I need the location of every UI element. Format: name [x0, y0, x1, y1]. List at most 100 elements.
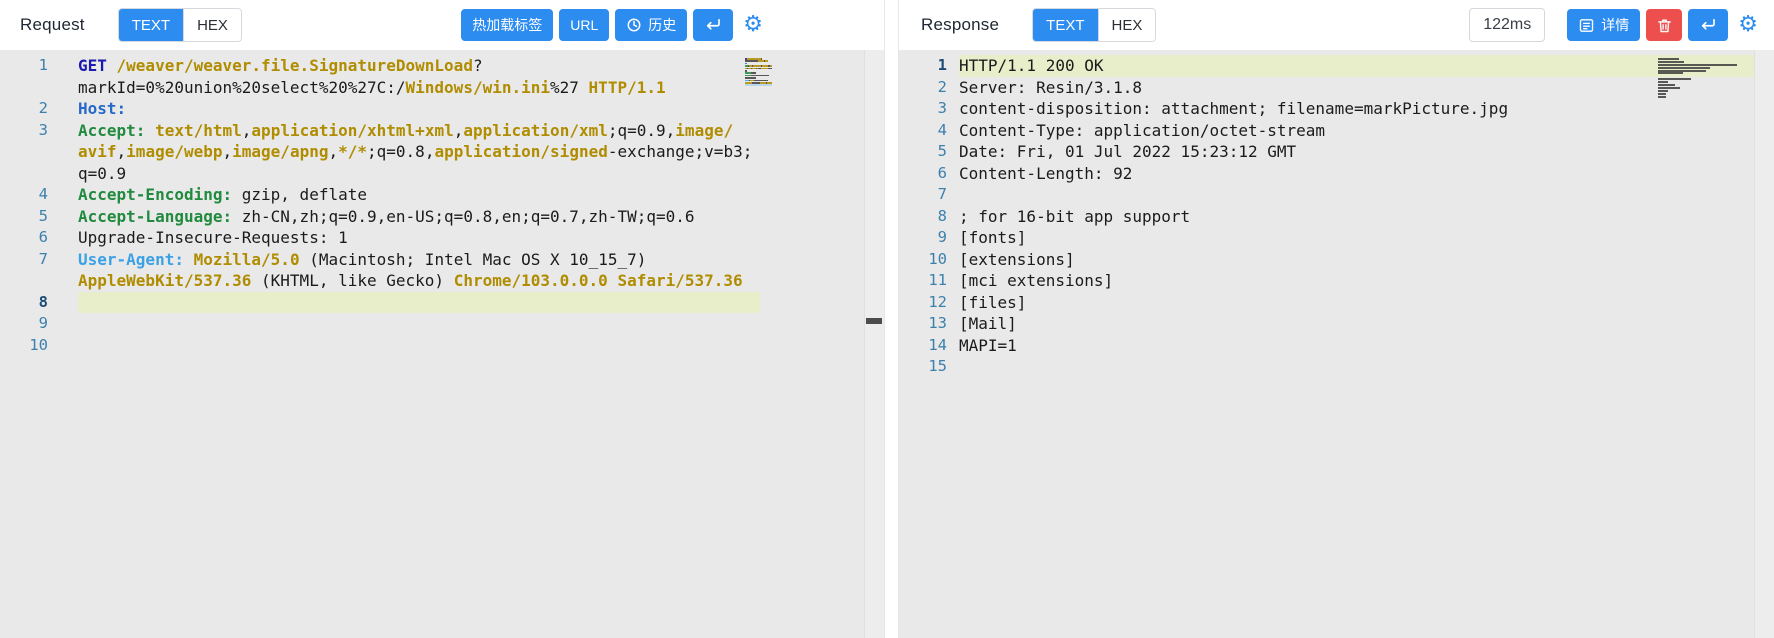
code-line[interactable]: 3Accept: text/html,application/xhtml+xml…: [0, 120, 884, 185]
enter-arrow-icon: [1699, 16, 1717, 34]
code-line-text[interactable]: MAPI=1: [959, 335, 1755, 357]
line-number: 1: [0, 55, 48, 98]
line-number: 5: [0, 206, 48, 228]
code-line[interactable]: 15: [899, 356, 1774, 378]
code-line[interactable]: 4Accept-Encoding: gzip, deflate: [0, 184, 884, 206]
line-number: 8: [0, 292, 48, 314]
line-number: 3: [899, 98, 947, 120]
code-line-text[interactable]: [959, 356, 1755, 378]
history-button[interactable]: 历史: [615, 9, 687, 41]
code-line-text[interactable]: GET /weaver/weaver.file.SignatureDownLoa…: [78, 55, 760, 98]
line-number: 7: [0, 249, 48, 292]
code-line-text[interactable]: Accept-Encoding: gzip, deflate: [78, 184, 760, 206]
line-number: 10: [899, 249, 947, 271]
code-line[interactable]: 2 Host:: [0, 98, 884, 120]
request-tab-text[interactable]: TEXT: [119, 9, 183, 41]
line-number: 6: [0, 227, 48, 249]
code-line[interactable]: 10: [0, 335, 884, 357]
code-line-text[interactable]: [fonts]: [959, 227, 1755, 249]
code-line-text[interactable]: [Mail]: [959, 313, 1755, 335]
request-tab-hex[interactable]: HEX: [183, 9, 241, 41]
code-line[interactable]: 6 Upgrade-Insecure-Requests: 1: [0, 227, 884, 249]
request-title: Request: [20, 15, 85, 35]
code-line[interactable]: 1HTTP/1.1 200 OK: [899, 55, 1774, 77]
code-line-text[interactable]: [78, 292, 760, 314]
trash-icon: [1656, 17, 1673, 34]
line-number: 9: [899, 227, 947, 249]
code-line-text[interactable]: Accept: text/html,application/xhtml+xml,…: [78, 120, 760, 185]
code-line[interactable]: 4 Content-Type: application/octet-stream: [899, 120, 1774, 142]
response-minimap[interactable]: [1658, 58, 1740, 101]
response-settings-gear-icon[interactable]: ⚙: [1738, 14, 1758, 36]
code-line-text[interactable]: Date: Fri, 01 Jul 2022 15:23:12 GMT: [959, 141, 1755, 163]
code-line-text[interactable]: Server: Resin/3.1.8: [959, 77, 1755, 99]
code-line-text[interactable]: [extensions]: [959, 249, 1755, 271]
request-scrollbar[interactable]: [864, 50, 884, 638]
request-code: 1 GET /weaver/weaver.file.SignatureDownLo…: [0, 55, 884, 356]
line-number: 2: [899, 77, 947, 99]
code-line[interactable]: 2 Server: Resin/3.1.8: [899, 77, 1774, 99]
code-line[interactable]: 8: [0, 292, 884, 314]
code-line-text[interactable]: Content-Length: 92: [959, 163, 1755, 185]
code-line-text[interactable]: [959, 184, 1755, 206]
code-line[interactable]: 9 [fonts]: [899, 227, 1774, 249]
code-line[interactable]: 5 Accept-Language: zh-CN,zh;q=0.9,en-US;q…: [0, 206, 884, 228]
code-line-text[interactable]: [mci extensions]: [959, 270, 1755, 292]
code-line[interactable]: 9: [0, 313, 884, 335]
code-line[interactable]: 7: [899, 184, 1774, 206]
line-number: 4: [899, 120, 947, 142]
code-line-text[interactable]: [78, 335, 760, 357]
line-number: 10: [0, 335, 48, 357]
code-line[interactable]: 14 MAPI=1: [899, 335, 1774, 357]
code-line[interactable]: 10 [extensions]: [899, 249, 1774, 271]
code-line[interactable]: 12 [files]: [899, 292, 1774, 314]
code-line[interactable]: 11 [mci extensions]: [899, 270, 1774, 292]
line-number: 7: [899, 184, 947, 206]
code-line-text[interactable]: content-disposition: attachment; filenam…: [959, 98, 1755, 120]
code-line[interactable]: 5 Date: Fri, 01 Jul 2022 15:23:12 GMT: [899, 141, 1774, 163]
response-code: 1HTTP/1.1 200 OK2 Server: Resin/3.1.8 3 con…: [899, 55, 1774, 378]
line-number: 5: [899, 141, 947, 163]
code-line[interactable]: 6Content-Length: 92: [899, 163, 1774, 185]
code-line[interactable]: 8 ; for 16-bit app support: [899, 206, 1774, 228]
clock-icon: [626, 17, 642, 33]
line-number: 2: [0, 98, 48, 120]
details-button[interactable]: 详情: [1567, 9, 1640, 41]
panel-splitter[interactable]: [885, 0, 898, 638]
line-number: 12: [899, 292, 947, 314]
line-number: 11: [899, 270, 947, 292]
response-tab-hex[interactable]: HEX: [1098, 9, 1156, 41]
code-line[interactable]: 7 User-Agent: Mozilla/5.0 (Macintosh; Int…: [0, 249, 884, 292]
response-editor[interactable]: 1HTTP/1.1 200 OK2 Server: Resin/3.1.8 3 con…: [899, 50, 1774, 638]
response-toolbar: Response TEXT HEX 122ms 详情: [899, 0, 1774, 50]
request-scrollbar-thumb[interactable]: [866, 318, 882, 324]
code-line-text[interactable]: ; for 16-bit app support: [959, 206, 1755, 228]
hot-reload-tag-button[interactable]: 热加载标签: [461, 9, 553, 41]
response-mode-toggle: TEXT HEX: [1032, 8, 1156, 42]
response-time-badge: 122ms: [1469, 8, 1545, 42]
clear-response-button[interactable]: [1646, 9, 1682, 41]
line-number: 14: [899, 335, 947, 357]
code-line-text[interactable]: User-Agent: Mozilla/5.0 (Macintosh; Inte…: [78, 249, 760, 292]
code-line[interactable]: 3 content-disposition: attachment; filena…: [899, 98, 1774, 120]
code-line-text[interactable]: HTTP/1.1 200 OK: [959, 55, 1755, 77]
code-line-text[interactable]: Accept-Language: zh-CN,zh;q=0.9,en-US;q=…: [78, 206, 760, 228]
code-line-text[interactable]: Host:: [78, 98, 760, 120]
code-line-text[interactable]: Upgrade-Insecure-Requests: 1: [78, 227, 760, 249]
send-shortcut-button[interactable]: [1688, 9, 1728, 41]
request-settings-gear-icon[interactable]: ⚙: [743, 14, 763, 36]
send-request-button[interactable]: [693, 9, 733, 41]
response-tab-text[interactable]: TEXT: [1033, 9, 1097, 41]
line-number: 13: [899, 313, 947, 335]
request-editor[interactable]: 1 GET /weaver/weaver.file.SignatureDownLo…: [0, 50, 884, 638]
code-line-text[interactable]: [files]: [959, 292, 1755, 314]
code-line[interactable]: 13 [Mail]: [899, 313, 1774, 335]
line-number: 8: [899, 206, 947, 228]
code-line-text[interactable]: [78, 313, 760, 335]
code-line-text[interactable]: Content-Type: application/octet-stream: [959, 120, 1755, 142]
url-encode-button[interactable]: URL: [559, 9, 609, 41]
response-scrollbar[interactable]: [1754, 50, 1774, 638]
request-minimap[interactable]: [745, 58, 772, 91]
request-panel: Request TEXT HEX 热加载标签 URL 历史: [0, 0, 885, 638]
